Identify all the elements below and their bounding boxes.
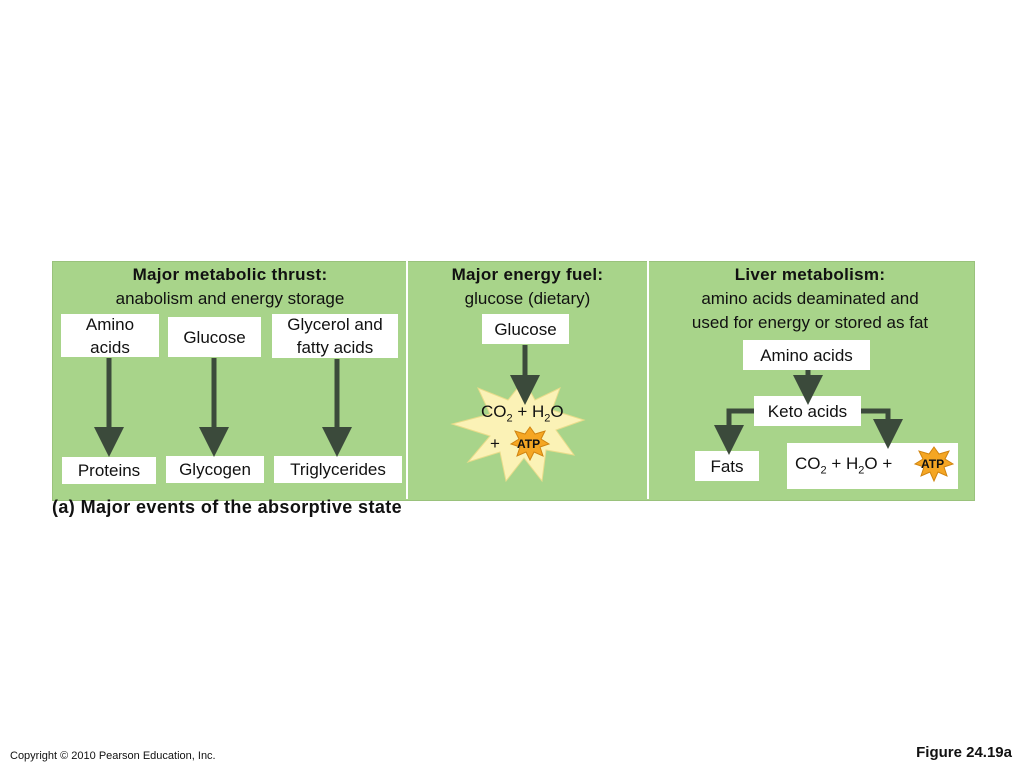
glycerol-fatty-acids-box: Glycerol and fatty acids [272,314,398,358]
panel-divider [647,261,649,499]
panel-divider [406,261,408,499]
anabolism-subtitle: anabolism and energy storage [115,289,345,308]
glucose-box: Glucose [168,317,261,357]
atp-label: ATP [517,437,541,451]
anabolism-title: Major metabolic thrust: [132,265,328,284]
proteins-box: Proteins [62,457,156,484]
liver-amino-acids-box: Amino acids [743,340,870,370]
energy-fuel-title: Major energy fuel: [451,265,604,284]
glucose-fuel-box: Glucose [482,314,569,344]
co2-h2o-label: CO2 + H2O [481,402,564,425]
keto-acids-box: Keto acids [754,396,861,426]
liver-heading: Liver metabolism: amino acids deaminated… [649,263,971,335]
liver-subtitle-line1: amino acids deaminated and [701,289,919,308]
liver-co2-h2o-label: CO2 + H2O + [795,454,893,477]
copyright-text: Copyright © 2010 Pearson Education, Inc. [10,750,216,762]
liver-atp-label: ATP [921,457,945,471]
anabolism-heading: Major metabolic thrust: anabolism and en… [54,263,406,311]
liver-subtitle-line2: used for energy or stored as fat [691,313,929,332]
figure-number: Figure 24.19a [916,744,1012,761]
energy-fuel-heading: Major energy fuel: glucose (dietary) [408,263,647,311]
energy-fuel-subtitle: glucose (dietary) [464,289,591,308]
amino-acids-box: Amino acids [61,314,159,357]
liver-title: Liver metabolism: [734,265,886,284]
plus-sign: + [490,434,500,453]
glycogen-box: Glycogen [166,456,264,483]
fats-box: Fats [695,451,759,481]
triglycerides-box: Triglycerides [274,456,402,483]
figure-caption: (a) Major events of the absorptive state [52,497,403,517]
